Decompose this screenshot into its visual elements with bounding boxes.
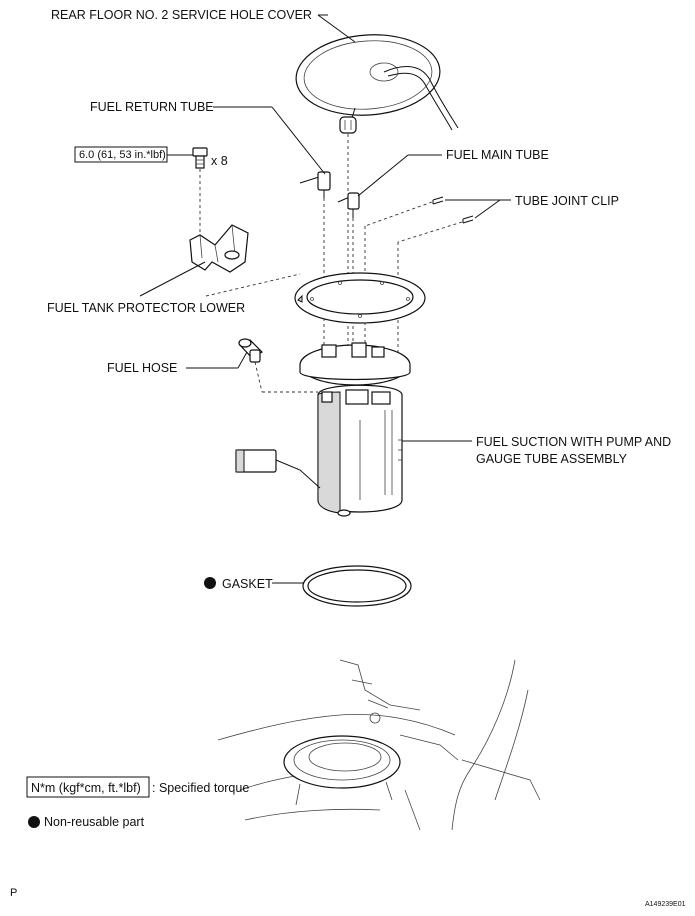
label-tube-joint-clip: TUBE JOINT CLIP [515, 194, 619, 208]
legend-torque-text: N*m (kgf*cm, ft.*lbf) [31, 781, 141, 795]
pump-assembly-drawing [235, 342, 411, 517]
nonreusable-dot-gasket [204, 577, 216, 589]
legend-nonreusable-desc: Non-reusable part [44, 815, 145, 829]
gasket-drawing [302, 565, 412, 607]
label-fuel-main-tube: FUEL MAIN TUBE [446, 148, 549, 162]
torque-spec-value: 6.0 (61, 53 in.*lbf) [79, 149, 166, 161]
fuel-return-tube-drawing [299, 171, 331, 198]
page-mark: P [10, 887, 17, 899]
cover-connector-drawing [339, 116, 357, 134]
label-fuel-suction-line1: FUEL SUCTION WITH PUMP AND [476, 435, 671, 449]
label-fuel-suction-line2: GAUGE TUBE ASSEMBLY [476, 452, 628, 466]
label-fuel-hose: FUEL HOSE [107, 361, 177, 375]
fuel-tank-protector-drawing [189, 224, 249, 273]
tube-joint-clips-drawing [432, 196, 474, 224]
legend-torque-box [26, 776, 150, 798]
label-gasket: GASKET [222, 577, 273, 591]
figure-id: A149239E01 [645, 901, 686, 908]
fuel-hose-drawing [238, 338, 263, 363]
torque-quantity: x 8 [211, 154, 228, 168]
torque-spec-box [74, 146, 168, 163]
vehicle-floor-view [217, 659, 541, 831]
legend-torque-desc: : Specified torque [152, 781, 249, 795]
legend-nonreusable-dot [28, 816, 40, 828]
bolt-drawing [192, 147, 208, 169]
label-fuel-tank-protector-lower: FUEL TANK PROTECTOR LOWER [47, 301, 245, 315]
label-fuel-return-tube: FUEL RETURN TUBE [90, 100, 214, 114]
service-hole-cover-drawing [295, 34, 459, 131]
label-service-hole-cover: REAR FLOOR NO. 2 SERVICE HOLE COVER [51, 8, 312, 22]
flange-ring-drawing [294, 272, 426, 324]
fuel-main-tube-drawing [337, 192, 360, 218]
